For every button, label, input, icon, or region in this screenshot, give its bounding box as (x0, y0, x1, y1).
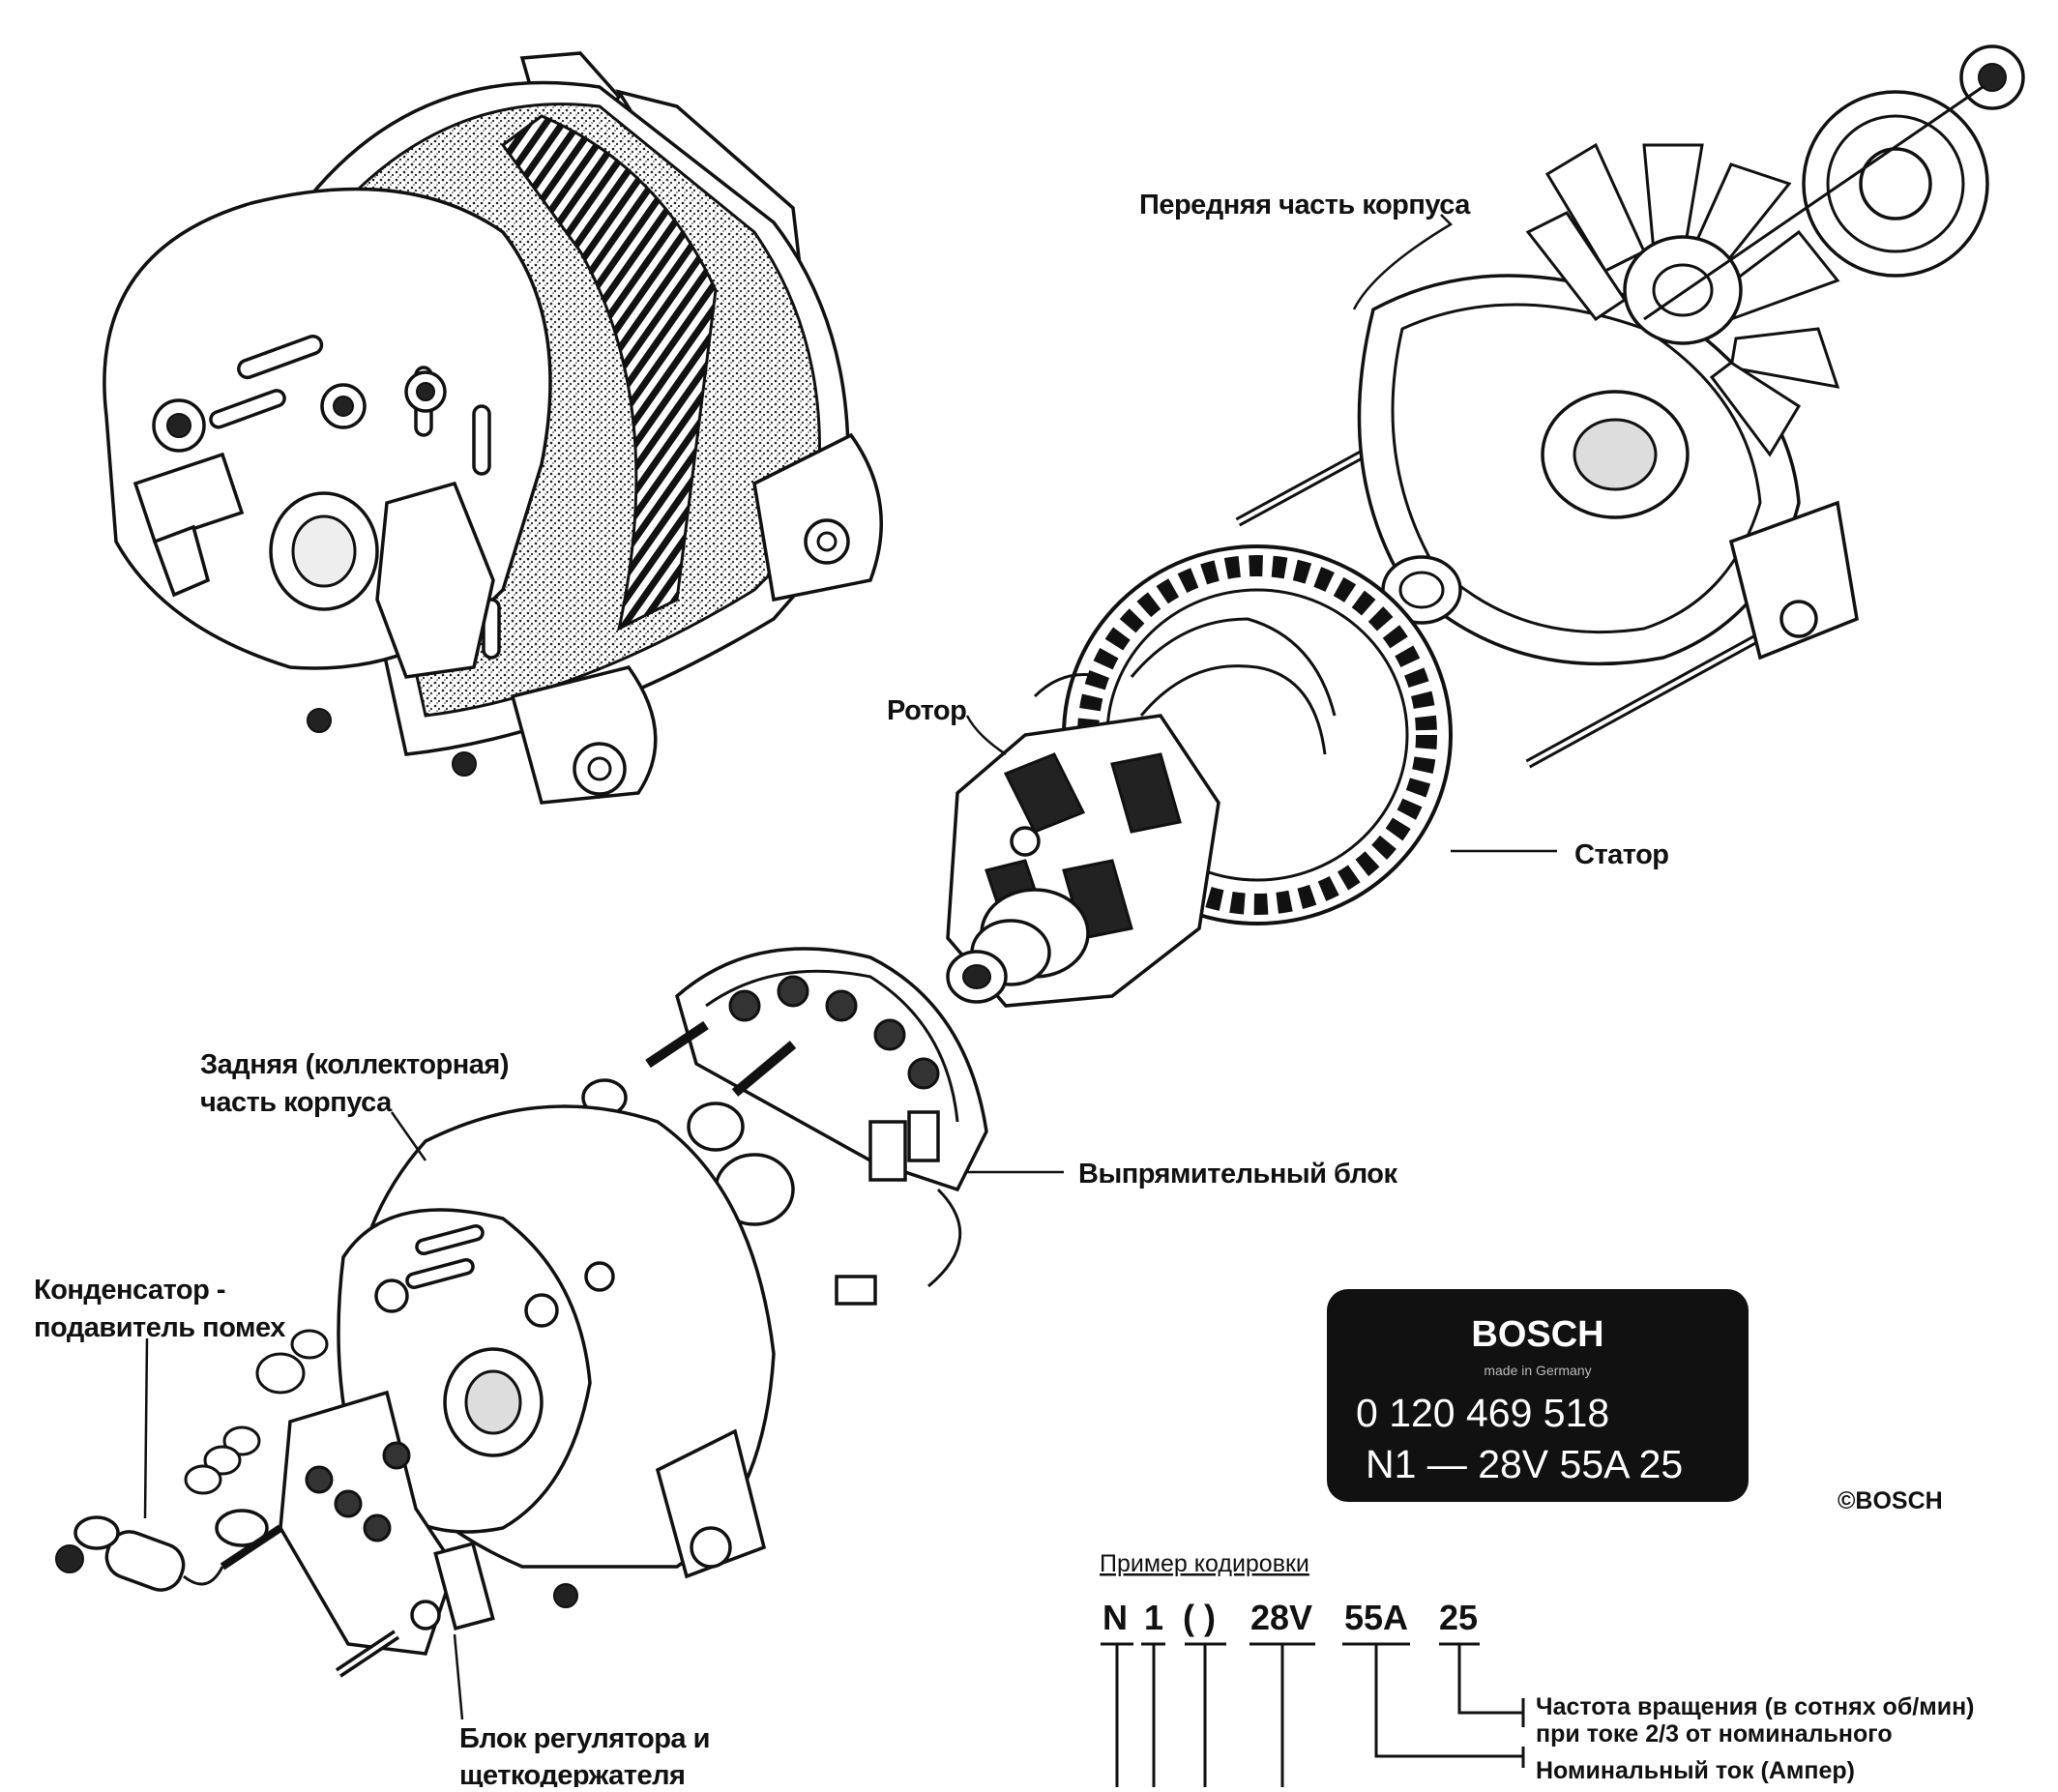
code-28v: 28V (1250, 1598, 1312, 1637)
label-rotor: Ротор (887, 695, 966, 726)
label-regulator-1: Блок регулятора и (459, 1723, 710, 1754)
label-front-housing: Передняя часть корпуса (1139, 190, 1471, 220)
front-housing-drawing (1235, 44, 2025, 769)
regulator-drawing (184, 1329, 495, 1678)
code-brackets: ( ) (1183, 1598, 1216, 1637)
assembled-alternator-drawing (103, 51, 883, 805)
rotor-drawing (946, 714, 1220, 1008)
desc-speed-2: при токе 2/3 от номинального (1536, 1720, 1893, 1748)
nameplate-part-number: 0 120 469 518 (1356, 1391, 1609, 1435)
code-1: 1 (1144, 1598, 1163, 1637)
coding-title: Пример кодировки (1100, 1550, 1309, 1577)
capacitor-drawing (55, 1515, 224, 1592)
desc-current: Номинальный ток (Ампер) (1536, 1757, 1855, 1784)
nameplate-brand: BOSCH (1471, 1314, 1603, 1355)
nameplate-rating: N1 — 28V 55A 25 (1366, 1442, 1683, 1486)
code-55a: 55A (1344, 1598, 1408, 1637)
code-25: 25 (1439, 1598, 1478, 1637)
desc-speed-1: Частота вращения (в сотнях об/мин) (1536, 1693, 1975, 1720)
leader-lines (143, 214, 1557, 1720)
nameplate-made-in: made in Germany (1484, 1363, 1591, 1378)
copyright: ©BOSCH (1838, 1487, 1943, 1514)
nameplate: BOSCH made in Germany 0 120 469 518 N1 —… (1327, 1289, 1749, 1502)
label-rear-housing-1: Задняя (коллекторная) (200, 1049, 509, 1080)
label-capacitor-1: Конденсатор - (34, 1275, 225, 1306)
code-n: N (1102, 1598, 1128, 1637)
coding-example: Пример кодировки N 1 ( ) 28V 55A 25 Част… (1100, 1550, 1975, 1787)
label-rectifier: Выпрямительный блок (1078, 1159, 1397, 1190)
rectifier-drawing (581, 947, 988, 1306)
label-capacitor-2: подавитель помех (34, 1312, 285, 1343)
label-rear-housing-2: часть корпуса (200, 1087, 393, 1118)
label-regulator-2: щеткодержателя (459, 1760, 685, 1787)
label-stator: Статор (1574, 839, 1669, 870)
rear-housing-drawing (337, 1104, 776, 1608)
